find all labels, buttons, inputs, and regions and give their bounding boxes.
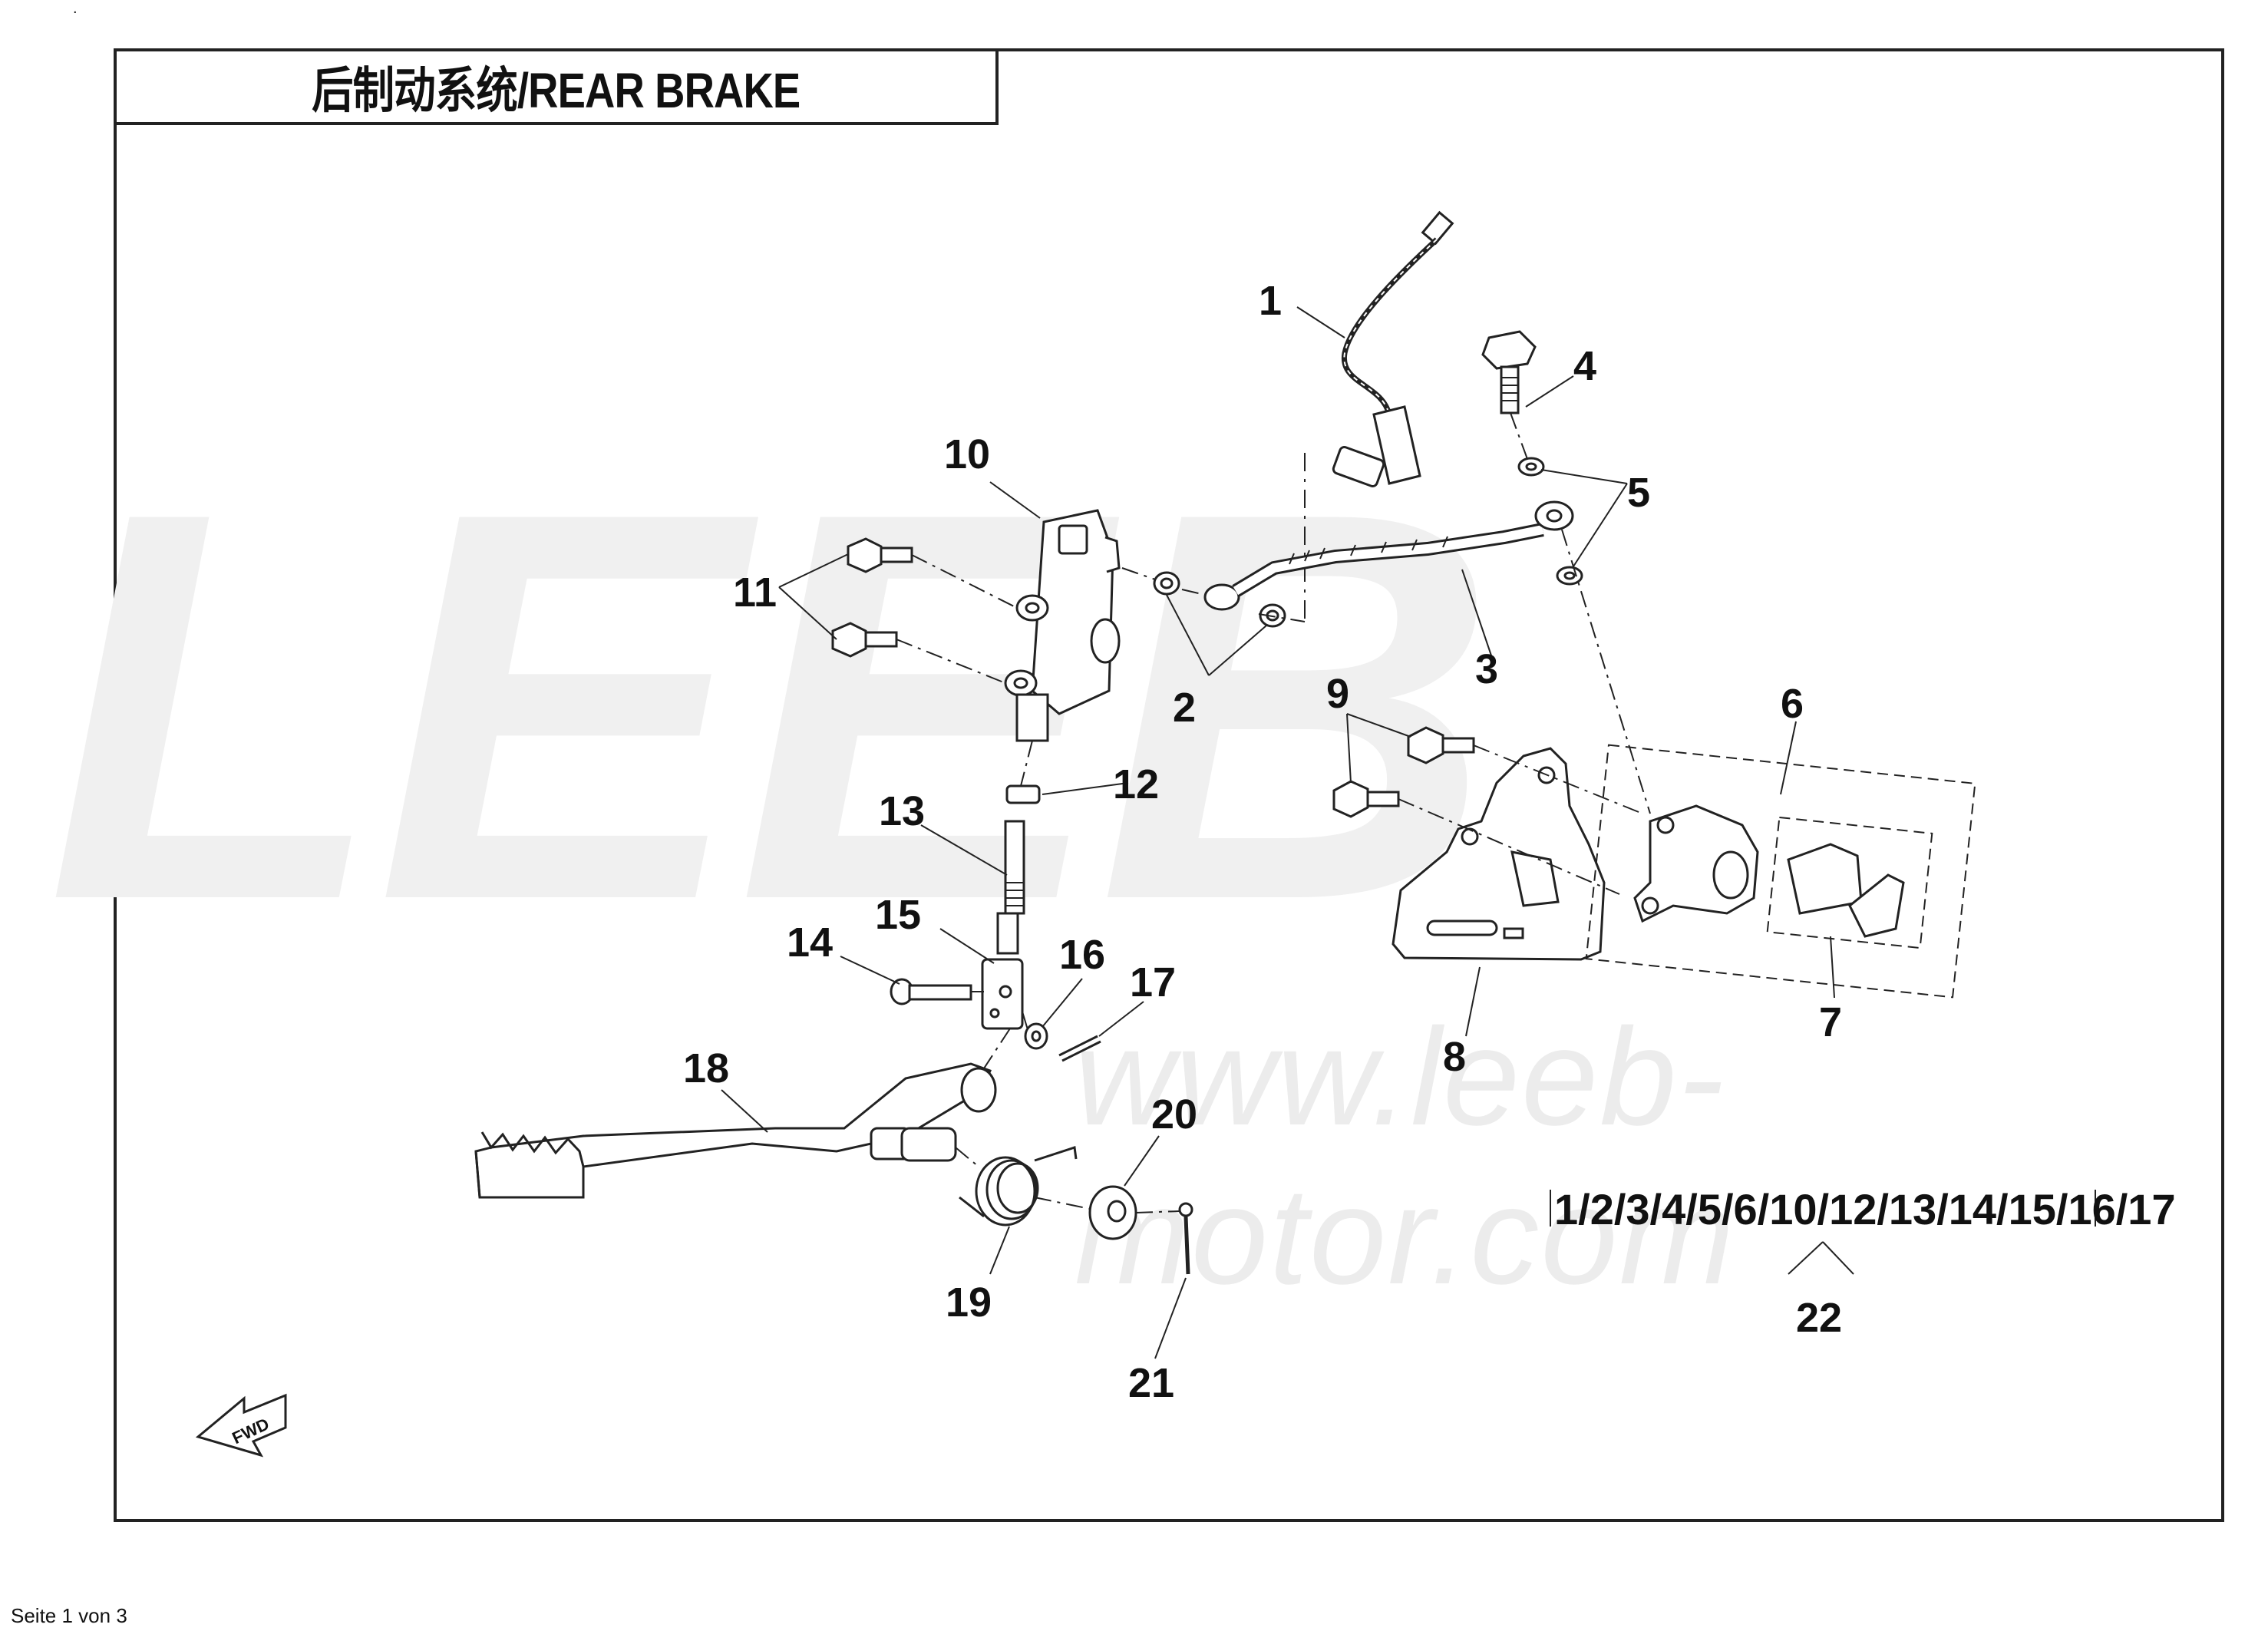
part-18-brake-pedal (474, 1062, 997, 1199)
page-footer: Seite 1 von 3 (11, 1604, 127, 1627)
part-13-push-rod (996, 820, 1025, 955)
part-10-master-cylinder (1004, 509, 1121, 742)
part-7-brake-pads (1766, 816, 1933, 949)
callout-16: 16 (1059, 932, 1105, 978)
leader-lines (721, 306, 2096, 1359)
part-19-return-spring (959, 1146, 1078, 1227)
exploded-lines (896, 412, 1651, 1213)
part-15-clevis (981, 958, 1024, 1030)
part-2-washers (1153, 571, 1286, 628)
callout-22: 22 (1796, 1295, 1842, 1341)
callout-7: 7 (1819, 999, 1842, 1045)
callout-19: 19 (946, 1279, 992, 1326)
callout-numbers: 1 2 3 4 5 6 7 8 9 10 11 12 13 14 15 16 1… (683, 278, 1842, 1406)
callout-9: 9 (1326, 671, 1349, 717)
callout-5: 5 (1627, 470, 1650, 516)
callout-21: 21 (1128, 1360, 1174, 1406)
part-3-brake-hose (1203, 500, 1574, 611)
callout-20: 20 (1151, 1091, 1197, 1137)
part-20-washer (1088, 1185, 1137, 1240)
diagram-frame (114, 48, 2224, 1522)
part-11-bolts (831, 537, 913, 658)
callout-17: 17 (1130, 959, 1176, 1005)
part-12-nut (1005, 784, 1041, 804)
forward-arrow-icon (195, 1393, 287, 1458)
callout-14: 14 (787, 920, 833, 966)
part-14-clevis-pin (890, 978, 972, 1005)
callout-1: 1 (1259, 278, 1282, 324)
callout-11: 11 (733, 570, 777, 616)
page-title: 后制动系统/REAR BRAKE (312, 63, 801, 118)
part-16-washer (1024, 1022, 1048, 1050)
part-5-washers (1517, 457, 1583, 586)
callout-10: 10 (944, 431, 990, 477)
part-8-caliper-bracket (1392, 747, 1606, 961)
callout-2: 2 (1173, 685, 1196, 731)
kit-list: 1/2/3/4/5/6/10/12/13/14/15/16/17 (1554, 1185, 2176, 1233)
part-17-cotter-pin (1058, 1035, 1101, 1062)
part-6-caliper (1585, 744, 1976, 999)
title-box: 后制动系统/REAR BRAKE (114, 48, 999, 125)
callout-8: 8 (1443, 1034, 1466, 1080)
part-4-banjo-bolt (1481, 330, 1537, 414)
callout-13: 13 (879, 788, 925, 834)
page-dot: . (73, 0, 78, 17)
callout-15: 15 (875, 892, 921, 938)
callout-6: 6 (1781, 681, 1804, 727)
callout-18: 18 (683, 1045, 729, 1091)
callout-3: 3 (1475, 646, 1498, 692)
part-9-bolts (1332, 726, 1475, 818)
part-21-cotter-pin (1178, 1202, 1193, 1275)
part-1-brake-switch (1304, 210, 1454, 622)
callout-12: 12 (1113, 761, 1159, 807)
callout-4: 4 (1573, 343, 1596, 389)
